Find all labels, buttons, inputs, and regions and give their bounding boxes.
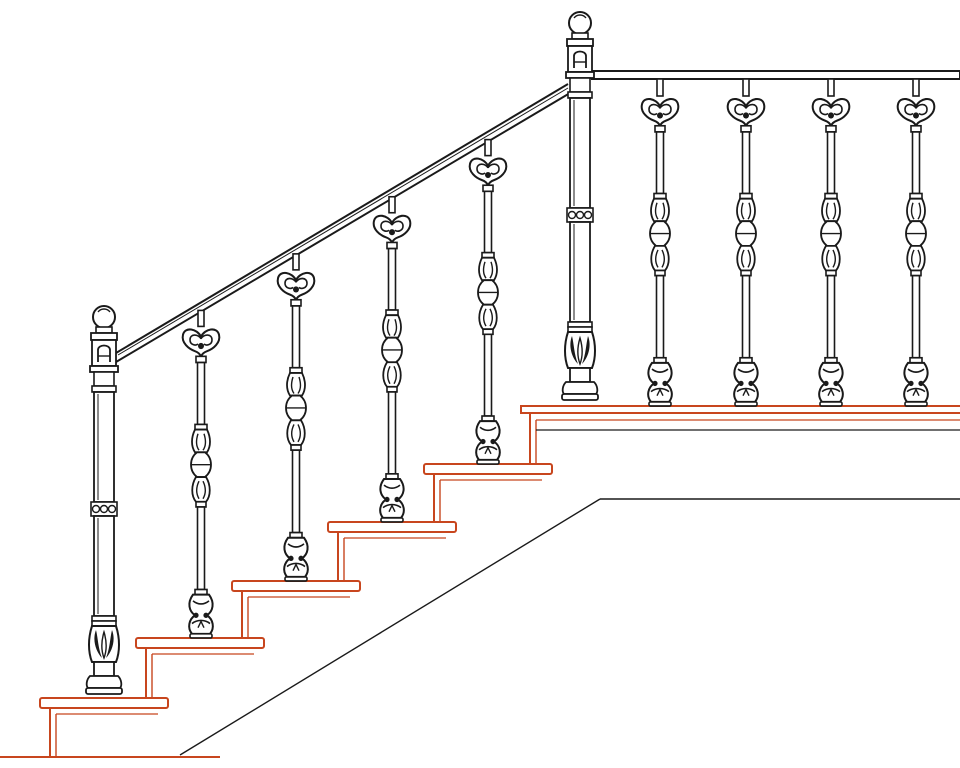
- stair-step: [231, 580, 361, 638]
- stair-stringer: [179, 498, 960, 756]
- baluster: [372, 195, 412, 524]
- stair-step: [39, 697, 169, 757]
- baluster: [896, 78, 936, 408]
- newel-post-bottom: [85, 305, 123, 695]
- baluster: [468, 138, 508, 466]
- baluster: [181, 309, 221, 640]
- stair-step: [135, 637, 265, 698]
- stair-step: [423, 463, 553, 522]
- stair-steps: [39, 463, 553, 757]
- baluster: [640, 78, 680, 408]
- handrail: [115, 70, 960, 363]
- baluster: [811, 78, 851, 408]
- stair-step: [327, 521, 457, 581]
- baluster: [276, 253, 316, 583]
- balusters: [181, 78, 936, 640]
- newel-post-top: [561, 11, 599, 401]
- baluster: [726, 78, 766, 408]
- landing-slab: [520, 405, 960, 464]
